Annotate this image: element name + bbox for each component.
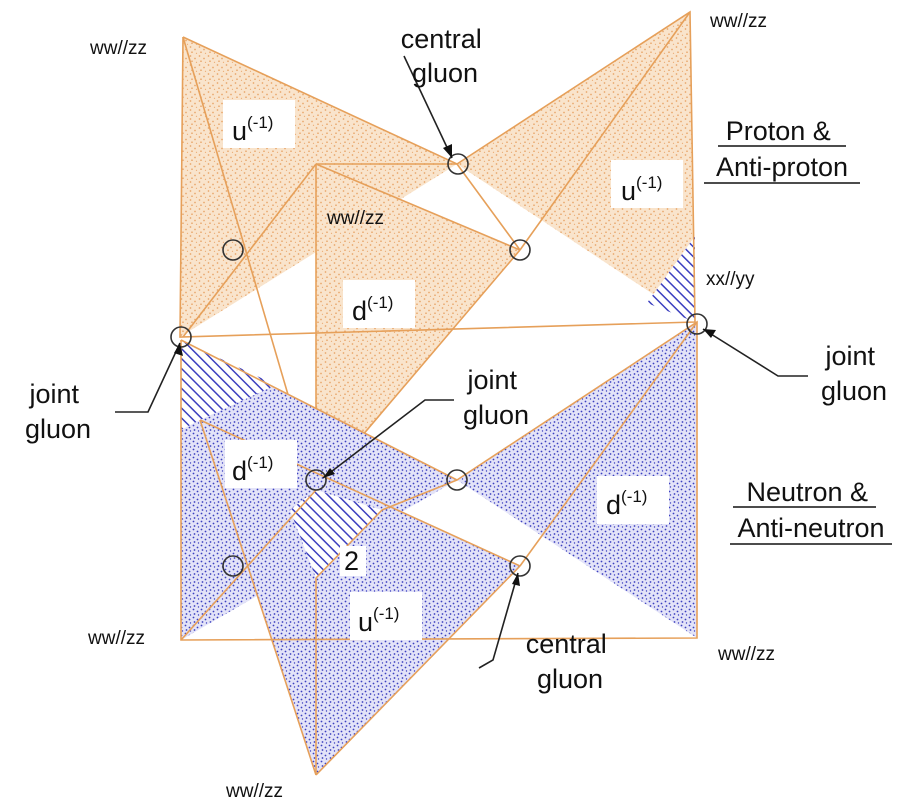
central-gluon-top-label: central gluon: [401, 24, 490, 88]
number-two-label: 2: [344, 546, 359, 576]
circle-marker-icon: [447, 153, 469, 175]
arrowhead-icon: [323, 468, 335, 478]
circle-marker-icon: [170, 326, 192, 348]
quark-label-u-right: u(-1): [621, 173, 662, 206]
arrowhead-icon: [512, 573, 520, 586]
proton-edges: [179, 10, 696, 491]
arrowhead-icon: [443, 144, 452, 158]
quark-label-d-top: d(-1): [352, 293, 393, 326]
vertex-label-center: ww//zz: [326, 208, 384, 229]
circle-marker-icon: [222, 239, 244, 261]
leader-lines: [115, 55, 808, 669]
leader-arrow-icon: [403, 55, 453, 159]
vertex-label-bottom-left: ww//zz: [87, 628, 145, 649]
neutron-hatch-left: [181, 340, 276, 430]
vertex-label-top-right: ww//zz: [709, 11, 767, 32]
circle-marker-icon: [305, 469, 327, 491]
quark-label-u-top: u(-1): [232, 113, 273, 146]
vertex-label-xxyy: xx//yy: [706, 269, 755, 290]
circle-marker-icon: [509, 239, 531, 261]
leader-arrow-icon: [478, 572, 519, 669]
leader-arrow-icon: [702, 328, 808, 377]
circle-marker-icon: [509, 555, 531, 577]
neutron-group: [180, 320, 698, 776]
annotation-labels: central gluon joint gluon joint gluon jo…: [25, 24, 887, 694]
vertex-label-top-left: ww//zz: [89, 38, 147, 59]
quark-labels: u(-1) u(-1) d(-1) d(-1) d(-1) u(-1) 2: [232, 113, 662, 637]
arrowhead-icon: [174, 343, 183, 356]
vertex-label-bottom-right: ww//zz: [717, 644, 775, 665]
leader-arrow-icon: [322, 399, 454, 479]
proton-group-title: Proton & Anti-proton: [716, 116, 848, 182]
neutron-hatch-center: [290, 490, 382, 578]
joint-gluon-right-label: joint gluon: [821, 341, 887, 406]
circle-marker-icon: [686, 313, 708, 335]
label-backgrounds: [223, 100, 683, 640]
group-titles: Proton & Anti-proton Neutron & Anti-neut…: [704, 116, 892, 545]
leader-arrow-icon: [115, 342, 181, 413]
circle-marker-icon: [446, 469, 468, 491]
quark-label-u-bottom: u(-1): [358, 604, 399, 637]
neutron-group-title: Neutron & Anti-neutron: [737, 477, 884, 543]
neutron-face-right: [457, 322, 697, 638]
quark-label-d-right: d(-1): [606, 487, 647, 520]
circle-marker-icon: [222, 555, 244, 577]
vertex-labels: ww//zz ww//zz ww//zz xx//yy ww//zz ww//z…: [87, 11, 775, 802]
vertex-label-bottom: ww//zz: [225, 781, 283, 802]
quark-label-d-left: d(-1): [232, 453, 273, 486]
arrowhead-icon: [703, 329, 716, 338]
joint-gluon-center-label: joint gluon: [463, 365, 529, 430]
proton-face-center: [316, 164, 520, 490]
joint-gluon-left-label: joint gluon: [25, 379, 91, 444]
central-gluon-bottom-label: central gluon: [526, 629, 615, 694]
proton-hatch-right: [647, 236, 695, 322]
gluon-markers: [170, 153, 708, 577]
